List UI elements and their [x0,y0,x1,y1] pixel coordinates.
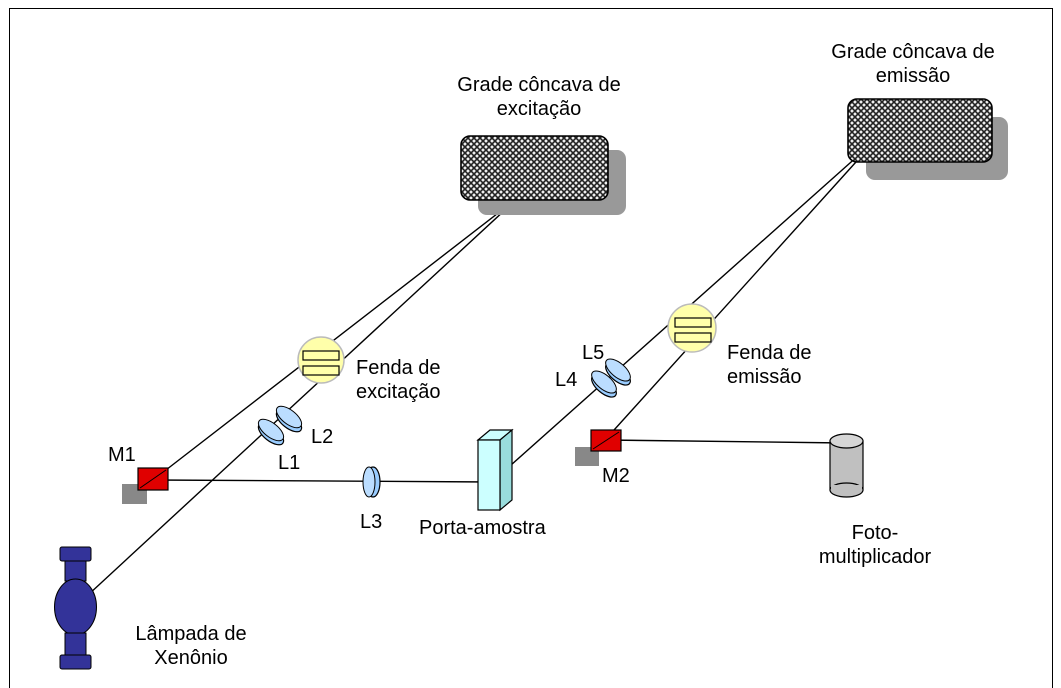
m2-label: M2 [602,465,630,487]
sample-holder [476,428,514,512]
photomultiplier-label: Foto- multiplicador [818,522,932,568]
l5-label: L5 [582,342,605,364]
photomultiplier [829,433,864,498]
xenon-lamp-label: Lâmpada de Xenônio [135,623,247,669]
beam-m2-to-detector [604,439,846,444]
beam-lamp-to-excitation-grating [74,184,533,608]
excitation-slit [297,336,345,384]
lens-l3 [362,466,381,498]
emission-slit-label: Fenda de emissão [727,342,812,388]
l4-label: L4 [555,369,578,391]
excitation-grating [460,135,626,215]
emission-grating-label: Grade côncava de emissão [831,41,995,87]
excitation-slit-label: Fenda de excitação [356,357,441,403]
m1-label: M1 [108,444,136,466]
beam-m1-to-excitation-grating [152,199,516,481]
sample-holder-label: Porta-amostra [419,517,546,539]
lens-l5 [605,358,631,386]
l1-label: L1 [278,452,301,474]
mirror-m1 [122,467,169,504]
xenon-lamp [54,546,97,670]
mirror-m2 [575,429,622,466]
emission-slit [667,303,717,353]
emission-grating [847,98,1008,180]
lens-l1 [257,418,285,446]
beam-m1-to-sample [152,479,493,483]
excitation-grating-label: Grade côncava de excitação [457,74,621,120]
lens-l4 [591,370,617,398]
l3-label: L3 [360,511,383,533]
l2-label: L2 [311,426,334,448]
diagram-frame [9,8,1053,688]
beam-emission-grating-to-m2 [604,151,866,441]
lens-l2 [275,405,303,433]
